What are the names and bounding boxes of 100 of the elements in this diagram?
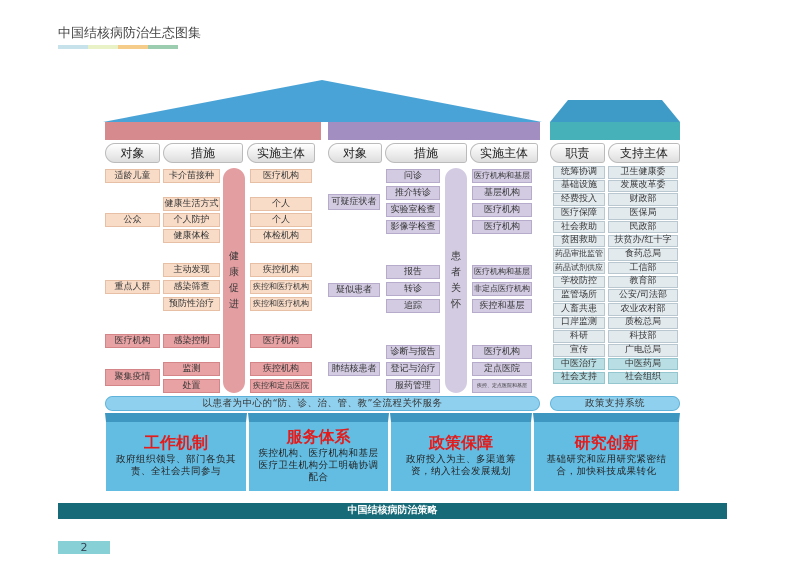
- category-tag: 中医治疗: [553, 358, 605, 370]
- category-tag: 基础设施: [553, 180, 605, 192]
- category-tag: 中医药局: [608, 358, 678, 370]
- category-tag: 非定点医疗机构: [472, 282, 532, 296]
- category-tag: 报告: [386, 265, 440, 279]
- vertical-banner: 健康促进: [223, 168, 245, 393]
- category-tag: 推介转诊: [386, 186, 440, 200]
- pillar-description: 基础研究和应用研究紧密结合，加快科技成果转化: [546, 454, 668, 478]
- category-tag: 适龄儿童: [105, 169, 160, 183]
- category-tag: 健康生活方式: [163, 197, 220, 211]
- pillar-panel: [390, 413, 532, 491]
- category-tag: 公安/司法部: [608, 289, 678, 302]
- page-number: 2: [58, 541, 110, 554]
- category-tag: 处置: [163, 379, 220, 393]
- category-tag: 贫困救助: [553, 234, 605, 247]
- category-tag: 登记与治疗: [386, 362, 440, 376]
- category-tag: 公众: [105, 213, 160, 227]
- pillar-description: 政府投入为主、多渠道筹资，纳入社会发展规划: [405, 454, 517, 478]
- category-tag: 感染筛查: [163, 280, 220, 294]
- category-tag: 疾控和基层: [472, 299, 532, 313]
- category-tag: 个人防护: [163, 213, 220, 227]
- category-tag: 质检总局: [608, 316, 678, 330]
- category-tag: 民政部: [608, 220, 678, 234]
- category-tag: 体检机构: [250, 229, 312, 243]
- column-header-tab: 对象: [105, 143, 160, 163]
- category-tag: 统筹协调: [553, 166, 605, 178]
- category-tag: 服药管理: [386, 379, 440, 393]
- column-header-tab: 对象: [328, 143, 382, 163]
- category-tag: 医疗机构: [472, 345, 532, 359]
- category-tag: 监管场所: [553, 289, 605, 302]
- page-title: 中国结核病防治生态图集: [58, 25, 201, 42]
- category-tag: 财政部: [608, 193, 678, 206]
- pillar-heading: 研究创新: [574, 435, 638, 452]
- pillar-panel: [533, 413, 680, 491]
- category-tag: 主动发现: [163, 263, 220, 277]
- category-tag: 转诊: [386, 282, 440, 296]
- category-tag: 感染控制: [163, 334, 220, 348]
- banner-bar: 以患者为中心的“防、诊、治、管、教”全流程关怀服务: [105, 396, 540, 411]
- category-tag: 口岸监测: [553, 316, 605, 330]
- category-tag: 医疗机构: [472, 203, 532, 217]
- category-tag: 医疗机构: [105, 334, 160, 348]
- category-tag: 社会救助: [553, 220, 605, 234]
- column-header-tab: 措施: [163, 143, 243, 163]
- category-tag: 健康体检: [163, 229, 220, 243]
- category-tag: 基层机构: [472, 186, 532, 200]
- category-tag: 肺结核患者: [328, 362, 380, 376]
- category-tag: 疾控和医疗机构: [250, 280, 312, 294]
- category-tag: 社会组织: [608, 372, 678, 384]
- category-tag: 药品试剂供应: [553, 262, 605, 274]
- category-tag: 个人: [250, 197, 312, 211]
- category-tag: 卡介苗接种: [163, 169, 220, 183]
- pillar-heading: 政策保障: [429, 435, 493, 452]
- category-tag: 疾控和医疗机构: [250, 297, 312, 311]
- category-tag: 科研: [553, 330, 605, 343]
- strategy-bar: 中国结核病防治策略: [58, 503, 727, 519]
- category-tag: 社会支持: [553, 372, 605, 384]
- category-tag: 医疗保障: [553, 207, 605, 220]
- category-tag: 人畜共患: [553, 303, 605, 316]
- category-tag: 农业农村部: [608, 303, 678, 316]
- category-tag: 医疗机构: [250, 169, 312, 183]
- column-header-tab: 实施主体: [470, 143, 538, 163]
- column-header-tab: 实施主体: [247, 143, 315, 163]
- pillar-panel: [248, 413, 389, 491]
- pillar-heading: 工作机制: [144, 435, 208, 452]
- category-tag: 发展改革委: [608, 180, 678, 192]
- category-tag: 诊断与报告: [386, 345, 440, 359]
- category-tag: 可疑症状者: [328, 194, 380, 210]
- pillar-description: 疾控机构、医疗机构和基层医疗卫生机构分工明确协调配合: [258, 448, 380, 484]
- category-tag: 重点人群: [105, 280, 160, 294]
- vertical-banner: 患者关怀: [445, 168, 467, 393]
- category-tag: 追踪: [386, 299, 440, 313]
- category-tag: 监测: [163, 362, 220, 376]
- category-tag: 疾控和定点医院: [250, 379, 312, 393]
- pillar-panel: [105, 413, 247, 491]
- category-tag: 医保局: [608, 207, 678, 220]
- category-tag: 医疗机构: [250, 334, 312, 348]
- category-tag: 实验室检查: [386, 203, 440, 217]
- category-tag: 定点医院: [472, 362, 532, 376]
- category-tag: 药品审批监管: [553, 248, 605, 261]
- category-tag: 医疗机构: [472, 220, 532, 234]
- category-tag: 科技部: [608, 330, 678, 343]
- pillar-description: 政府组织领导、部门各负其责、全社会共同参与: [115, 454, 237, 478]
- category-tag: 经费投入: [553, 193, 605, 206]
- category-tag: 扶贫办/红十字: [608, 234, 678, 247]
- category-tag: 食药总局: [608, 248, 678, 261]
- column-header-tab: 措施: [385, 143, 467, 163]
- category-tag: 预防性治疗: [163, 297, 220, 311]
- category-tag: 影像学检查: [386, 220, 440, 234]
- category-tag: 医疗机构和基层: [472, 169, 532, 183]
- category-tag: 卫生健康委: [608, 166, 678, 178]
- category-tag: 问诊: [386, 169, 440, 183]
- category-tag: 学校防控: [553, 276, 605, 288]
- category-tag: 聚集疫情: [105, 369, 160, 386]
- category-tag: 疾控机构: [250, 263, 312, 277]
- column-header-tab: 职责: [550, 143, 605, 163]
- category-tag: 工信部: [608, 262, 678, 274]
- pillar-heading: 服务体系: [286, 429, 350, 446]
- category-tag: 广电总局: [608, 344, 678, 357]
- category-tag: 医疗机构和基层: [472, 265, 532, 279]
- category-tag: 教育部: [608, 276, 678, 288]
